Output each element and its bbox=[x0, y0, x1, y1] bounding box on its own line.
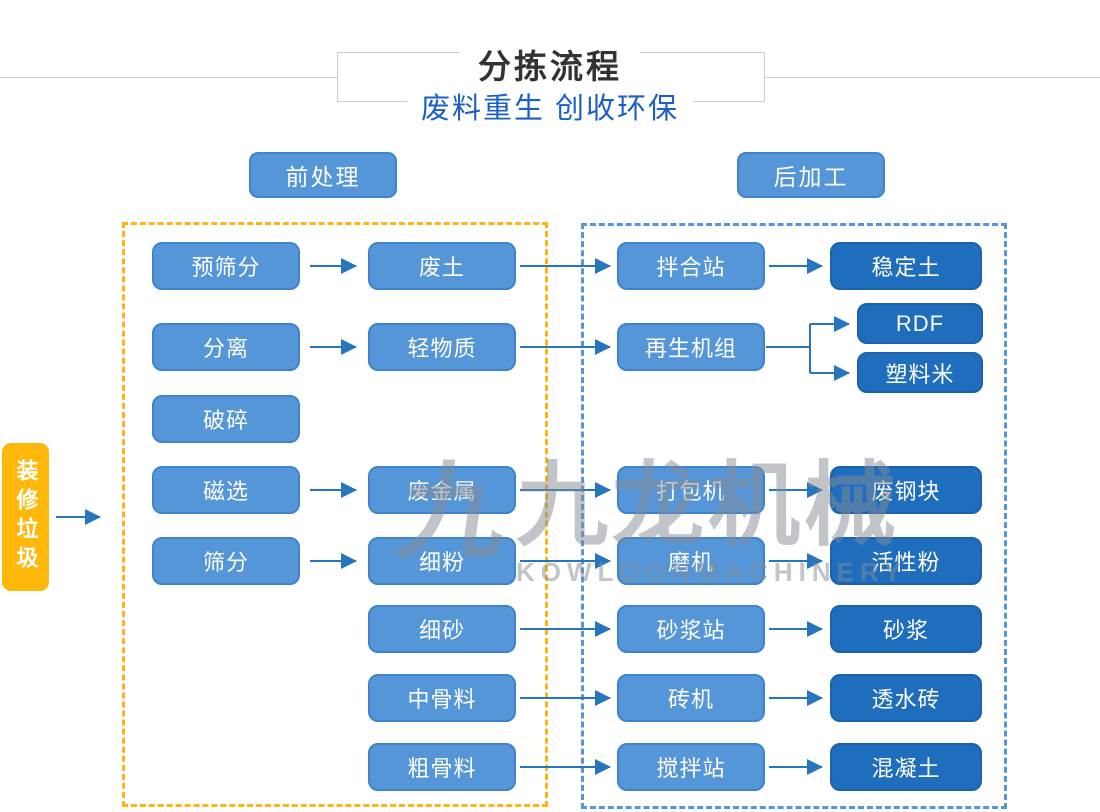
flow-node-mill: 磨机 bbox=[617, 537, 765, 585]
flow-node-plastic-pellets: 塑料米 bbox=[857, 352, 983, 393]
flow-node-medium-aggregate: 中骨料 bbox=[368, 674, 516, 722]
flow-node-mixing-station: 拌合站 bbox=[617, 242, 765, 290]
flow-node-light-materials: 轻物质 bbox=[368, 323, 516, 371]
flow-node-magnetic-separation: 磁选 bbox=[152, 466, 300, 514]
flow-node-scrap-steel-block: 废钢块 bbox=[830, 466, 982, 514]
flow-node-pre-screening: 预筛分 bbox=[152, 242, 300, 290]
flow-node-regeneration-unit: 再生机组 bbox=[617, 323, 765, 371]
post-processing-frame bbox=[581, 223, 1007, 809]
flow-node-fine-powder: 细粉 bbox=[368, 537, 516, 585]
flow-node-coarse-aggregate: 粗骨料 bbox=[368, 743, 516, 791]
flow-node-baler: 打包机 bbox=[617, 466, 765, 514]
flow-node-fine-sand: 细砂 bbox=[368, 605, 516, 653]
page-subtitle: 废料重生 创收环保 bbox=[406, 85, 694, 127]
flow-node-mortar-station: 砂浆站 bbox=[617, 605, 765, 653]
flow-node-brick-machine: 砖机 bbox=[617, 674, 765, 722]
flow-node-rdf: RDF bbox=[857, 303, 983, 344]
page-title: 分拣流程 bbox=[460, 40, 640, 88]
source-box-renovation-waste: 装修垃圾 bbox=[2, 443, 49, 591]
flow-node-screening: 筛分 bbox=[152, 537, 300, 585]
flow-node-permeable-brick: 透水砖 bbox=[830, 674, 982, 722]
section-label-pre-processing: 前处理 bbox=[249, 152, 397, 198]
pre-processing-frame bbox=[122, 222, 548, 807]
flow-node-concrete: 混凝土 bbox=[830, 743, 982, 791]
flow-node-mortar: 砂浆 bbox=[830, 605, 982, 653]
flow-node-separation: 分离 bbox=[152, 323, 300, 371]
flow-node-stabilized-soil: 稳定土 bbox=[830, 242, 982, 290]
flow-node-active-powder: 活性粉 bbox=[830, 537, 982, 585]
flow-node-scrap-metal: 废金属 bbox=[368, 466, 516, 514]
flow-node-crushing: 破碎 bbox=[152, 395, 300, 443]
flow-node-stirring-station: 搅拌站 bbox=[617, 743, 765, 791]
section-label-post-processing: 后加工 bbox=[737, 152, 885, 198]
flow-node-waste-soil: 废土 bbox=[368, 242, 516, 290]
